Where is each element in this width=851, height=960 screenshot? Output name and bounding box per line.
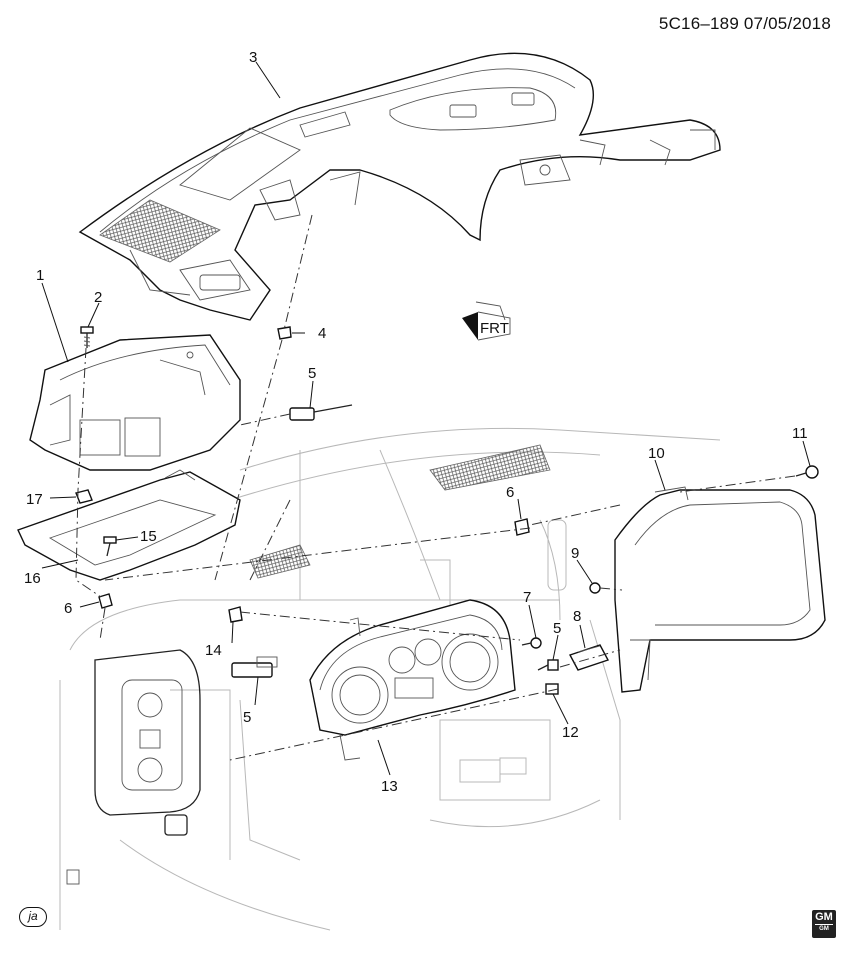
cluster-bezel-frame xyxy=(17,469,241,581)
callout-16: 16 xyxy=(24,570,41,587)
instrument-cluster xyxy=(309,599,516,761)
clip-6-right xyxy=(514,518,530,536)
callout-13: 13 xyxy=(381,778,398,795)
callout-17: 17 xyxy=(26,491,43,508)
callout-5-right: 5 xyxy=(553,620,561,637)
callout-10: 10 xyxy=(648,445,665,462)
callout-15: 15 xyxy=(140,528,157,545)
clip-17 xyxy=(75,489,93,504)
callout-6-left: 6 xyxy=(64,600,72,617)
callout-2: 2 xyxy=(94,289,102,306)
screw-2 xyxy=(80,326,94,348)
diagram-id: 5C16–189 07/05/2018 xyxy=(658,14,831,33)
callout-5-lower-left: 5 xyxy=(243,709,251,726)
harness-connector-5-lower-left xyxy=(231,656,278,678)
clip-9 xyxy=(589,582,601,594)
callout-3: 3 xyxy=(249,49,257,66)
gm-logo-main: GM xyxy=(815,911,833,923)
front-direction-indicator: FRT xyxy=(462,301,511,341)
callout-1: 1 xyxy=(36,267,44,284)
callout-5-upper: 5 xyxy=(308,365,316,382)
harness-connector-5-upper xyxy=(289,404,353,421)
harness-connector-5-right xyxy=(537,659,559,671)
gm-logo: GM GM xyxy=(812,910,836,938)
callout-14: 14 xyxy=(205,642,222,659)
clip-14 xyxy=(228,606,243,623)
cluster-trim-bezel xyxy=(614,486,826,693)
callout-9: 9 xyxy=(571,545,579,562)
retainer-4 xyxy=(277,326,292,340)
callout-8: 8 xyxy=(573,608,581,625)
illustrator-badge: ja xyxy=(19,907,47,927)
callout-labels: 1 2 3 4 5 5 5 6 6 7 8 9 10 11 12 13 14 1… xyxy=(24,49,808,795)
callout-12: 12 xyxy=(562,724,579,741)
callout-6-right: 6 xyxy=(506,484,514,501)
left-vent-cluster xyxy=(66,649,201,885)
clip-6-left xyxy=(98,593,113,609)
gm-logo-sub: GM xyxy=(815,924,833,933)
callout-4: 4 xyxy=(318,325,326,342)
screw-11 xyxy=(795,465,819,479)
screw-7 xyxy=(521,637,542,649)
ip-upper-trim-housing xyxy=(29,334,241,471)
dash-upper-panel xyxy=(78,52,721,321)
leader-lines xyxy=(41,61,811,776)
callout-7: 7 xyxy=(523,589,531,606)
callout-11: 11 xyxy=(792,425,808,442)
dashboard-background xyxy=(59,427,721,931)
direction-label: FRT xyxy=(480,320,509,337)
connector-8 xyxy=(568,644,610,671)
